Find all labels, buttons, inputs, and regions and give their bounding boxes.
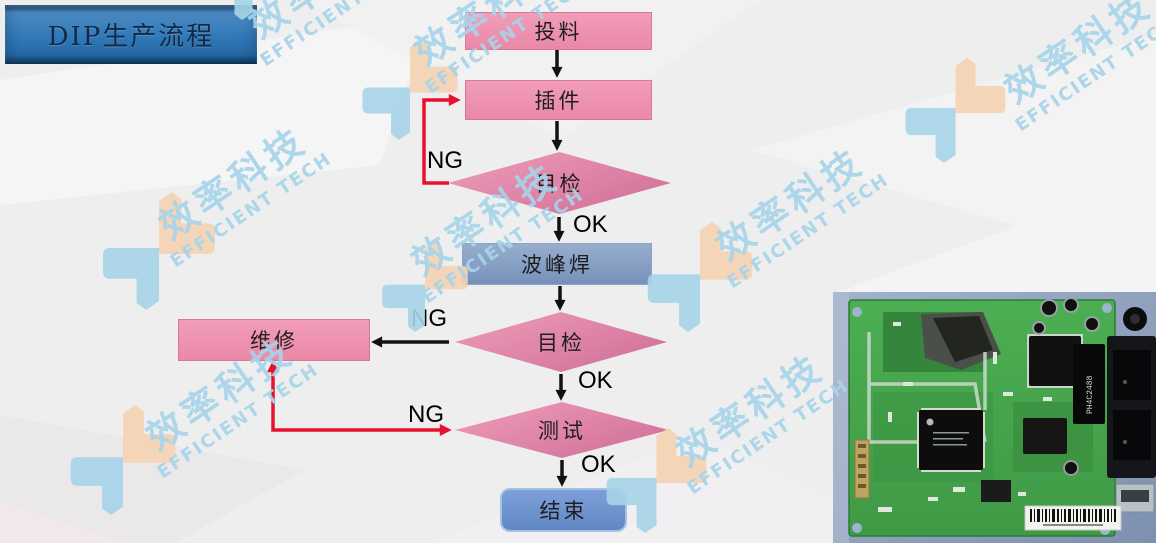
pcb-chips: PH4C2488 [878,297,1105,512]
flow-decision-test-label: 测试 [538,419,586,443]
flow-node-insert-label: 插件 [534,89,583,113]
pcb-barcode-label [1024,505,1122,531]
flow-node-end: 结束 [500,488,627,532]
page-title-text: DIP生产流程 [47,22,215,52]
flow-node-wave-solder: 波峰焊 [462,243,652,285]
flow-node-feed: 投料 [465,12,652,50]
edge-label-ng-test: NG [408,401,444,428]
flow-decision-inspect1-label: 目检 [535,172,584,196]
pcb-photo-image: PH4C2488 [833,292,1156,543]
flow-node-repair-label: 维修 [250,329,298,353]
edge-label-ok-test: OK [581,451,616,478]
pcb-connector-block [1107,307,1156,513]
edge-label-ok-inspect1: OK [573,211,608,238]
edge-label-ng-inspect1: NG [427,147,463,174]
page-title: DIP生产流程 [5,5,257,64]
edge-label-ng-inspect2: NG [411,305,447,332]
flow-node-end-label: 结束 [539,499,588,523]
flow-decision-inspect2-label: 目检 [537,331,585,355]
flow-node-feed-label: 投料 [534,20,583,44]
pcb-chip-text: PH4C2488 [1086,375,1095,414]
flow-node-insert: 插件 [465,80,652,120]
flow-node-repair: 维修 [178,319,370,361]
edge-label-ok-inspect2: OK [578,367,613,394]
flow-node-wave-solder-label: 波峰焊 [521,253,593,277]
